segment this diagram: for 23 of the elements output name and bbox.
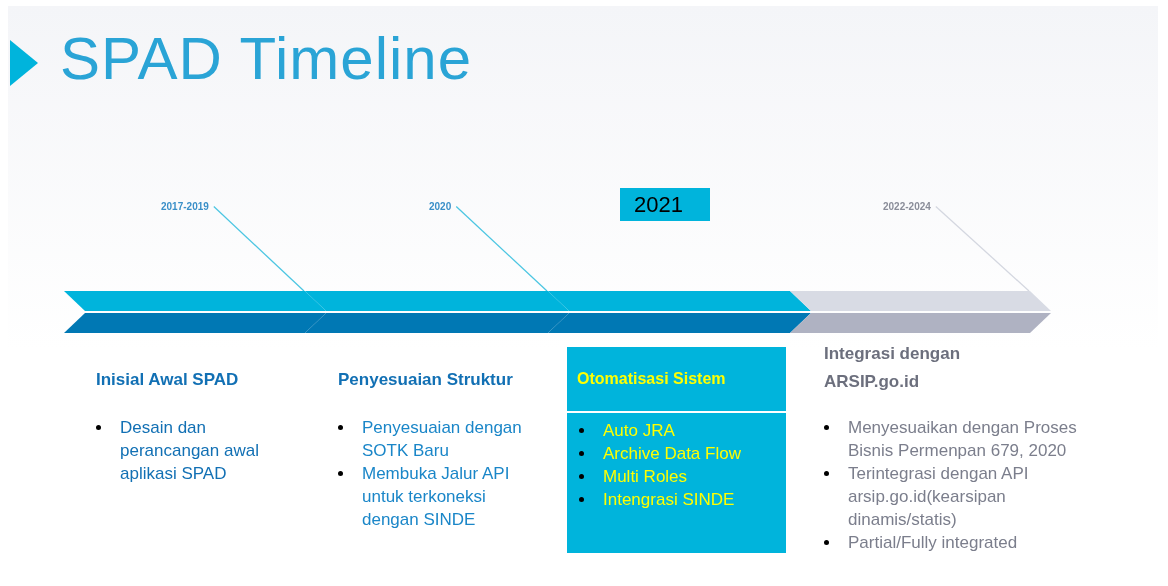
phase-heading: Otomatisasi Sistem	[567, 347, 786, 413]
phase-heading: Penyesuaian Struktur	[338, 369, 514, 391]
bullet-item: Desain dan perancangan awal aplikasi SPAD	[96, 416, 286, 485]
bullet-item: Intengrasi SINDE	[579, 488, 786, 511]
leader-line	[455, 205, 548, 292]
bullet-item: Archive Data Flow	[579, 442, 786, 465]
year-badge: 2021	[620, 188, 710, 221]
leader-line	[935, 205, 1030, 292]
phase-heading: Integrasi dengan ARSIP.go.id	[824, 343, 962, 393]
bullet-item: Membuka Jalur API untuk terkoneksi dengan SINDE	[338, 462, 538, 531]
bullet-item: Partial/Fully integrated	[824, 531, 1094, 554]
bullet-item: Menyesuaikan dengan Proses Bisnis Permenpan 679, 2020	[824, 416, 1094, 462]
slide-title: SPAD Timeline	[60, 24, 473, 94]
year-label: 2020	[429, 201, 452, 212]
bullet-item: Terintegrasi dengan API arsip.go.id(kearsipan dinamis/statis)	[824, 462, 1094, 531]
bullet-item: Auto JRA	[579, 419, 786, 442]
bullet-item: Multi Roles	[579, 465, 786, 488]
leader-line	[213, 205, 305, 292]
phase-card	[567, 347, 786, 553]
phase-heading: Inisial Awal SPAD	[96, 369, 240, 391]
year-label: 2017-2019	[161, 201, 209, 212]
bullet-item: Penyesuaian dengan SOTK Baru	[338, 416, 538, 462]
year-label: 2022-2024	[883, 201, 931, 212]
